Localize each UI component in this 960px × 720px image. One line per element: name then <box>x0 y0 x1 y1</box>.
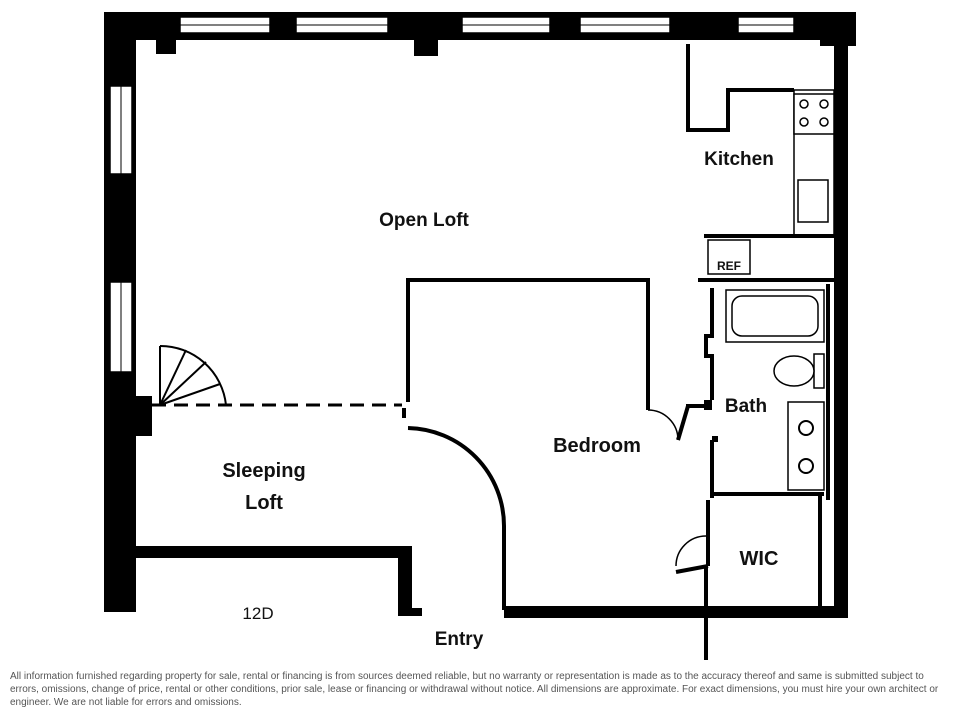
wic-label: WIC <box>740 548 779 570</box>
pillar <box>132 396 152 436</box>
refrigerator <box>707 239 751 275</box>
vanity <box>787 401 825 491</box>
disclaimer-text: All information furnished regarding prop… <box>10 671 939 708</box>
unit-number: 12D <box>242 604 273 623</box>
kitchen-counter <box>793 89 835 237</box>
spiral-stair <box>159 344 227 406</box>
kitchen-label: Kitchen <box>704 149 774 170</box>
stove <box>793 93 835 135</box>
sleeping-loft-label-line2: Loft <box>245 492 283 514</box>
open-loft-label: Open Loft <box>379 210 469 231</box>
toilet <box>773 353 825 389</box>
sleeping-loft-label-line1: Sleeping <box>222 460 305 482</box>
bottom-wall <box>504 606 848 618</box>
bedroom-door <box>647 404 704 441</box>
ref-label: REF <box>717 259 741 273</box>
floor-plan: Open Loft Kitchen REF Bath Bedroom Sleep… <box>104 12 856 660</box>
entry-label: Entry <box>435 629 484 650</box>
bathtub <box>725 289 825 343</box>
sleeping-loft-wall <box>134 546 410 558</box>
pillar <box>414 36 438 56</box>
bath-walls <box>704 284 830 608</box>
bath-label: Bath <box>725 396 767 417</box>
pillar <box>156 36 176 54</box>
bedroom-walls <box>402 278 650 610</box>
right-wall <box>834 40 848 618</box>
bedroom-label: Bedroom <box>553 435 641 457</box>
wic-door <box>675 535 709 574</box>
